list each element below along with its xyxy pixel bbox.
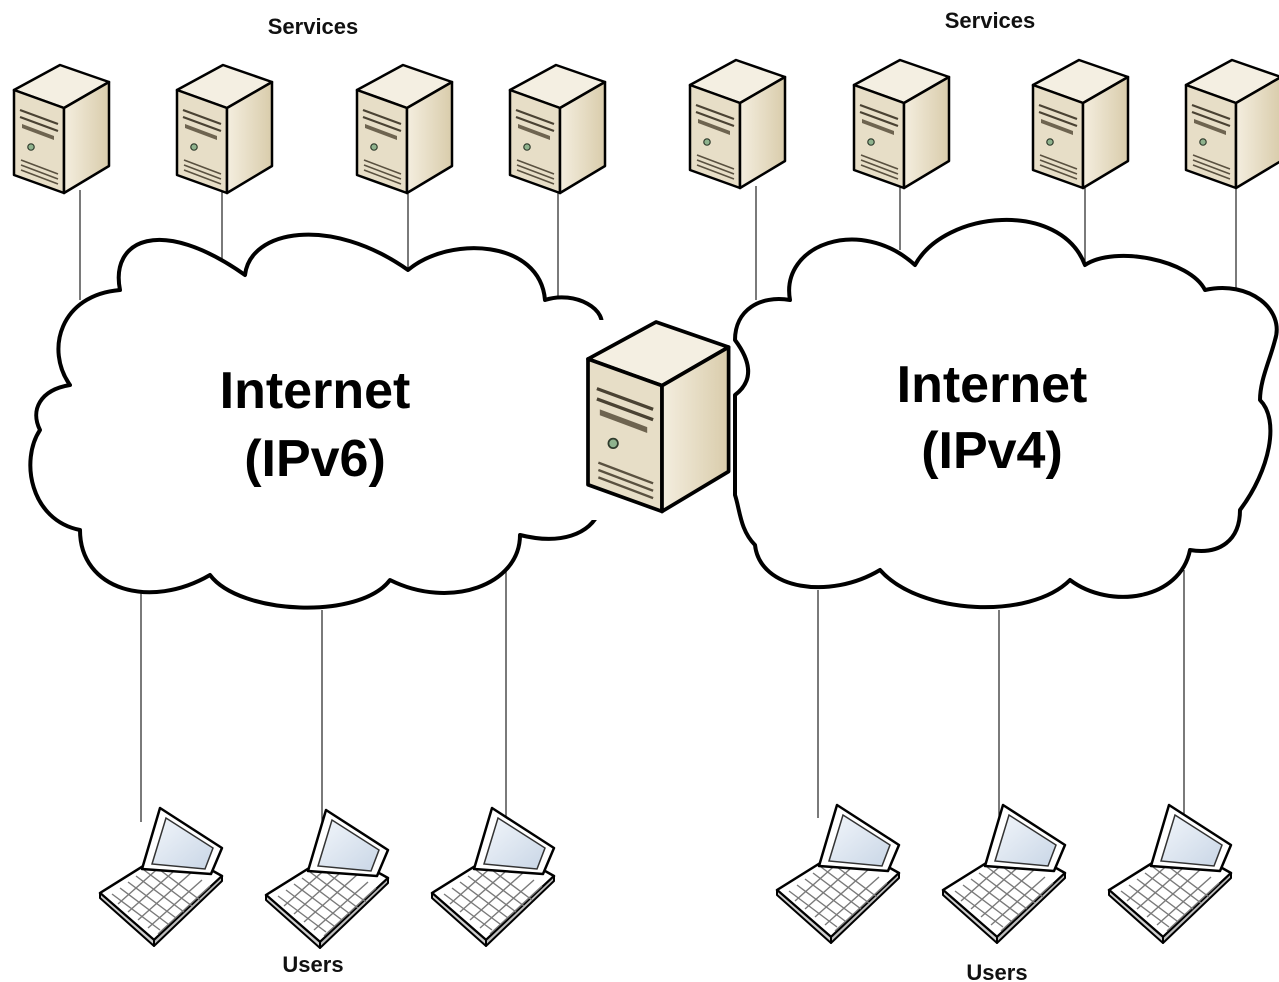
ipv6-cloud-subtitle: (IPv6) bbox=[244, 430, 386, 488]
ipv6-server-icon-2 bbox=[175, 63, 274, 195]
ipv4-services-group bbox=[688, 58, 1279, 190]
ipv6-services-group bbox=[12, 63, 607, 195]
ipv4-server-icon-4 bbox=[1184, 58, 1279, 190]
ipv4-users-group bbox=[775, 803, 1233, 945]
ipv6-internet-cloud bbox=[28, 232, 604, 610]
ipv6-services-label: Services bbox=[268, 14, 359, 39]
ipv4-cloud-title: Internet bbox=[897, 356, 1088, 414]
ipv6-laptop-icon-1 bbox=[98, 806, 224, 948]
ipv4-laptop-icon-2 bbox=[941, 803, 1067, 945]
ipv4-server-icon-3 bbox=[1031, 58, 1130, 190]
ipv6-laptop-icon-3 bbox=[430, 806, 556, 948]
ipv6-server-icon-3 bbox=[355, 63, 454, 195]
ipv4-users-label: Users bbox=[966, 960, 1027, 982]
ipv4-internet-cloud bbox=[733, 218, 1279, 610]
ipv6-laptop-icon-2 bbox=[264, 808, 390, 950]
ipv4-server-icon-2 bbox=[852, 58, 951, 190]
ipv4-laptop-icon-3 bbox=[1107, 803, 1233, 945]
ipv4-cloud-subtitle: (IPv4) bbox=[921, 422, 1063, 480]
ipv4-server-icon-1 bbox=[688, 58, 787, 190]
ipv6-users-label: Users bbox=[282, 952, 343, 977]
gateway-server-icon bbox=[586, 320, 733, 520]
ipv6-server-icon-1 bbox=[12, 63, 111, 195]
ipv4-services-label: Services bbox=[945, 8, 1036, 33]
ipv4-laptop-icon-1 bbox=[775, 803, 901, 945]
ipv6-users-group bbox=[98, 806, 556, 950]
ipv6-cloud-title: Internet bbox=[220, 362, 411, 420]
connection-lines bbox=[79, 186, 1237, 822]
ipv6-server-icon-4 bbox=[508, 63, 607, 195]
